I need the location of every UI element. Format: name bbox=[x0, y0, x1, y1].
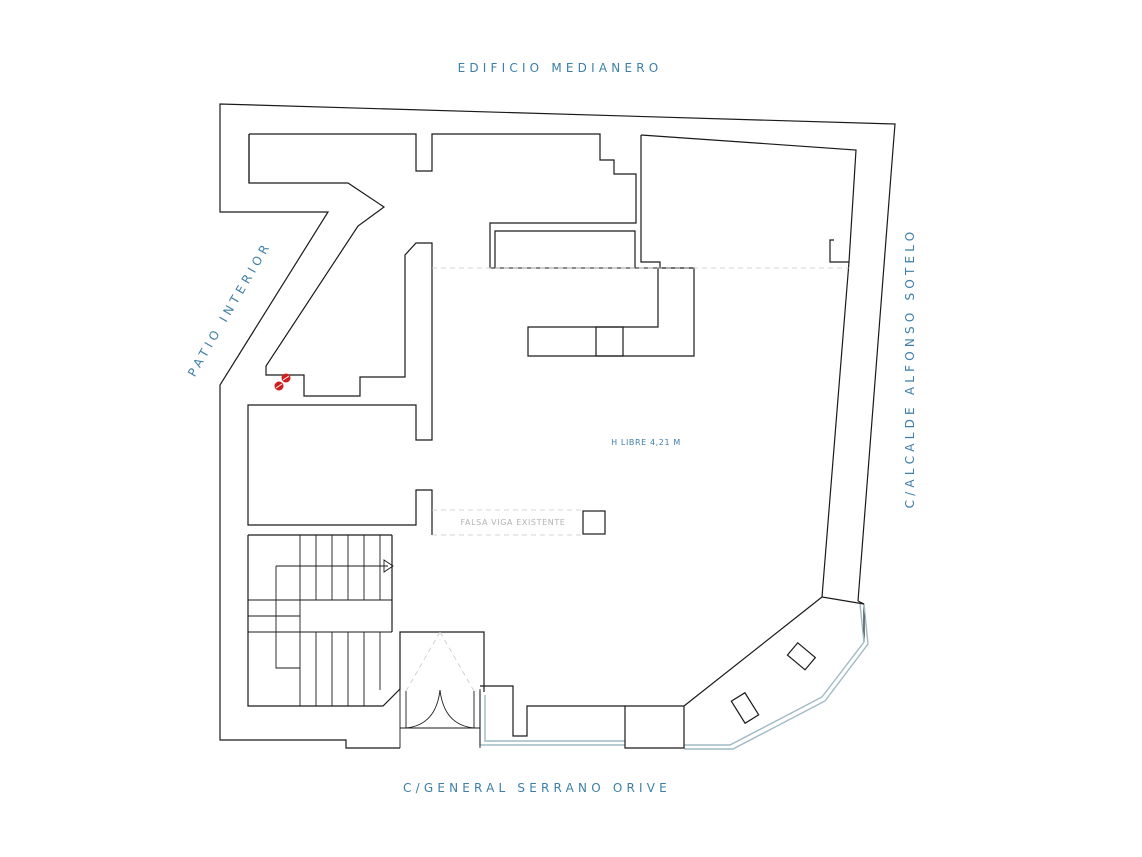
interior-walls bbox=[247, 133, 865, 749]
label-bottom-street: C/GENERAL SERRANO ORIVE bbox=[403, 781, 671, 795]
drain-points-icon bbox=[274, 373, 291, 391]
stair-arrow-icon bbox=[383, 559, 394, 573]
label-right-street: C/ALCALDE ALFONSO SOTELO bbox=[903, 228, 917, 509]
glazed-facade bbox=[479, 603, 869, 750]
stair-core bbox=[247, 534, 485, 707]
exterior-walls bbox=[219, 103, 896, 749]
label-free-height: H LIBRE 4,21 M bbox=[611, 438, 681, 447]
existing-beams bbox=[432, 267, 849, 536]
label-patio-interior: PATIO INTERIOR bbox=[185, 239, 274, 379]
label-top-street: EDIFICIO MEDIANERO bbox=[458, 61, 663, 75]
door-swing-icon bbox=[399, 631, 481, 748]
label-existing-beam: FALSA VIGA EXISTENTE bbox=[461, 518, 566, 527]
